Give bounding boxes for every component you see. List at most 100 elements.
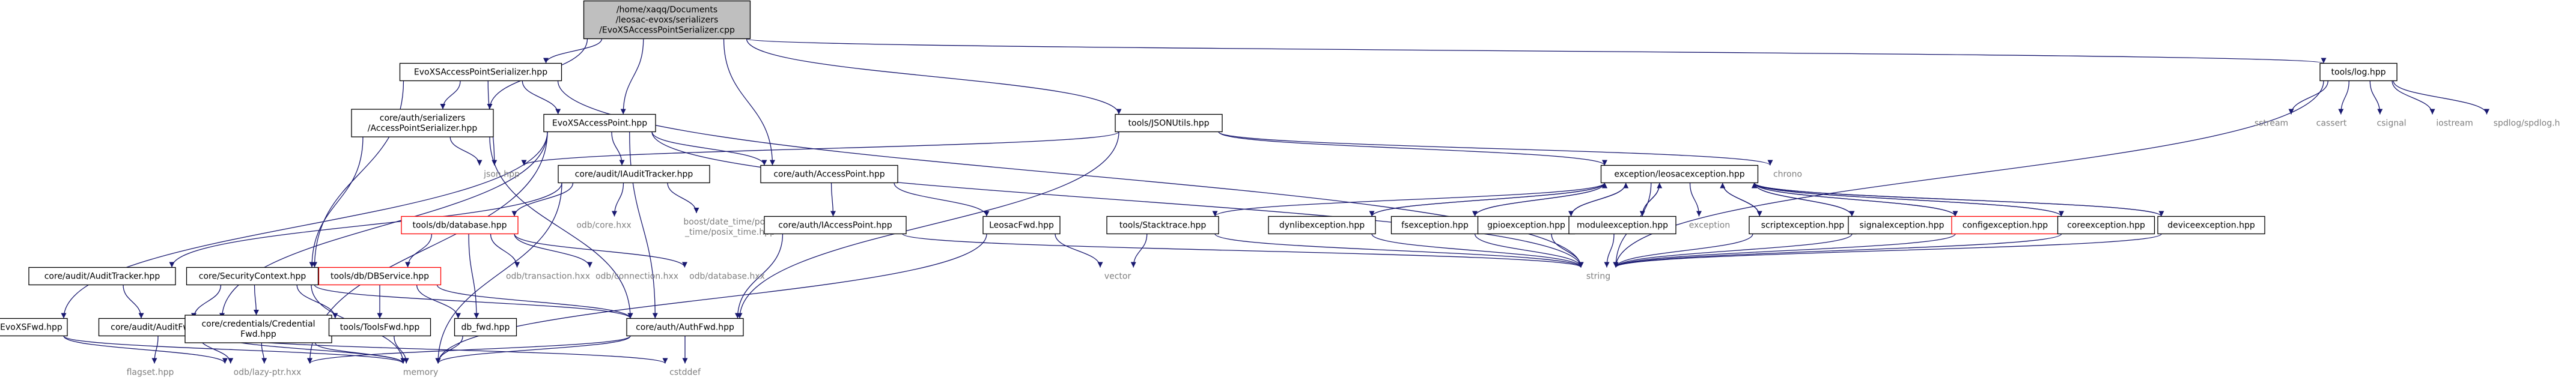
edge-core-audit-iaudittracker-to-core-audit-iaudittracker2 <box>169 182 562 268</box>
node-label: exception <box>1689 221 1730 231</box>
node-exception-leosac[interactable]: exception/leosacexception.hpp <box>1600 164 1759 184</box>
edge-evoxsap-hpp-to-string <box>651 131 1584 268</box>
edge-layer <box>61 38 2489 364</box>
node-box <box>351 109 494 137</box>
edge-tools-db-database-to-odb-connection <box>514 234 592 268</box>
node-chrono: chrono <box>1773 170 1802 179</box>
edge-tools-log-to-spdlog <box>2393 80 2489 115</box>
node-evoxsap-hpp[interactable]: EvoXSAccessPoint.hpp <box>543 113 656 133</box>
edge-core-securitycontext-to-core-credentials-fwd <box>253 285 259 316</box>
node-label: fsexception.hpp <box>1401 221 1469 231</box>
node-label: /EvoXSAccessPointSerializer.cpp <box>599 26 735 35</box>
node-db-fwd[interactable]: db_fwd.hpp <box>454 318 517 337</box>
edge-leosacfwd-to-vector <box>1055 234 1103 268</box>
node-label: coreexception.hpp <box>2067 221 2145 231</box>
edge-root-to-core-auth-accesspoint <box>723 38 775 166</box>
edge-coreexception-to-string <box>1613 233 2062 268</box>
node-core-auth-serializers[interactable]: core/auth/serializers/AccessPointSeriali… <box>351 109 494 137</box>
node-label: tools/db/DBService.hpp <box>330 272 429 282</box>
edge-core-auth-accesspoint-to-leosacfwd <box>894 182 990 217</box>
node-sstream: sstream <box>2255 119 2288 128</box>
node-label: deviceexception.hpp <box>2167 221 2255 231</box>
node-box <box>28 267 176 286</box>
edge-evoxsap-hpp-to-core-auth-accesspoint <box>651 131 767 166</box>
node-label: LeosacFwd.hpp <box>989 221 1054 231</box>
node-odb-connection: odb/connection.hxx <box>595 272 678 282</box>
node-tools-jsonutils[interactable]: tools/JSONUtils.hpp <box>1115 113 1223 133</box>
node-box <box>401 216 519 235</box>
node-leosacfwd[interactable]: LeosacFwd.hpp <box>982 216 1061 235</box>
node-box <box>0 318 68 337</box>
node-deviceexception[interactable]: deviceexception.hpp <box>2157 216 2265 235</box>
edge-scriptexception-to-exception-leosac <box>1720 182 1760 217</box>
node-label: cassert <box>2316 119 2347 128</box>
node-tools-toolsfwd[interactable]: tools/ToolsFwd.hpp <box>328 318 431 337</box>
node-tools-stacktrace[interactable]: tools/Stacktrace.hpp <box>1106 216 1219 235</box>
node-signalexception[interactable]: signalexception.hpp <box>1848 216 1956 235</box>
node-string: string <box>1586 272 1610 282</box>
edge-core-auth-authfwd-to-odb-lazy-ptr <box>307 335 631 364</box>
node-tools-db-database[interactable]: tools/db/database.hpp <box>401 216 519 235</box>
node-cstddef: cstddef <box>669 368 701 378</box>
edge-root-to-evoxsap-hpp <box>620 38 644 115</box>
edge-core-audit-iaudittracker-to-odb-core <box>612 182 624 217</box>
node-tools-log[interactable]: tools/log.hpp <box>2319 62 2398 82</box>
node-box <box>626 318 744 337</box>
edge-tools-log-to-csignal <box>2369 80 2383 115</box>
edge-core-securitycontext-to-core-auth-authfwd <box>314 284 633 319</box>
edge-core-audit-auditfwd-to-flagset <box>151 336 159 364</box>
node-core-auth-authfwd[interactable]: core/auth/AuthFwd.hpp <box>626 318 744 337</box>
edge-tools-db-database-to-db-fwd <box>468 234 480 319</box>
edge-gpioexception-to-string <box>1551 234 1584 268</box>
node-box <box>1600 164 1759 184</box>
node-core-auth-accesspoint[interactable]: core/auth/AccessPoint.hpp <box>760 164 898 184</box>
node-box <box>764 216 907 235</box>
edge-evoxsaps-hpp-to-core-securitycontext <box>312 80 404 268</box>
node-label: chrono <box>1773 170 1802 179</box>
node-coreexception[interactable]: coreexception.hpp <box>2057 216 2155 235</box>
node-box <box>1568 216 1676 235</box>
node-json-hpp: json.hpp <box>483 170 520 179</box>
edge-root-to-tools-log <box>746 38 2326 64</box>
edge-gpioexception-to-exception-leosac <box>1570 182 1629 217</box>
node-box <box>454 318 517 337</box>
node-label: memory <box>403 368 439 378</box>
node-box <box>1749 216 1857 235</box>
node-core-securitycontext[interactable]: core/SecurityContext.hpp <box>186 267 319 286</box>
node-tools-db-dbservice[interactable]: tools/db/DBService.hpp <box>318 267 442 286</box>
node-moduleexception[interactable]: moduleexception.hpp <box>1568 216 1676 235</box>
node-odb-lazy-ptr: odb/lazy-ptr.hxx <box>234 368 302 378</box>
node-core-audit-iaudittracker2[interactable]: core/audit/AuditTracker.hpp <box>28 267 176 286</box>
node-box <box>186 267 319 286</box>
edge-tools-db-database-to-tools-db-dbservice <box>405 234 433 268</box>
node-fsexception[interactable]: fsexception.hpp <box>1390 216 1479 235</box>
node-label: odb/core.hxx <box>576 221 631 231</box>
edge-core-auth-iaccesspoint-to-string <box>902 233 1584 268</box>
node-boost-posix: boost/date_time/posix_time/posix_time.hp… <box>683 217 776 237</box>
edge-evoxsfwd-to-odb-lazy-ptr <box>63 336 228 364</box>
node-label: csignal <box>2377 119 2406 128</box>
node-configexception[interactable]: configexception.hpp <box>1951 216 2059 235</box>
node-evoxsaps-hpp[interactable]: EvoXSAccessPointSerializer.hpp <box>399 62 562 82</box>
node-label: /home/xaqq/Documents <box>617 5 717 15</box>
edge-core-securitycontext-to-tools-toolsfwd <box>296 285 338 319</box>
edge-dynlibexception-to-string <box>1371 234 1584 268</box>
edge-root-to-tools-jsonutils <box>746 38 1122 115</box>
node-box <box>558 164 710 184</box>
node-label: boost/date_time/posix <box>683 217 776 227</box>
node-evoxsfwd[interactable]: EvoXSFwd.hpp <box>0 318 68 337</box>
node-core-audit-iaudittracker[interactable]: core/audit/IAuditTracker.hpp <box>558 164 710 184</box>
node-box <box>2319 62 2398 82</box>
node-root[interactable]: /home/xaqq/Documents/leosac-evoxs/serial… <box>583 0 751 40</box>
node-core-auth-iaccesspoint[interactable]: core/auth/IAccessPoint.hpp <box>764 216 907 235</box>
node-box <box>2057 216 2155 235</box>
node-iostream: iostream <box>2436 119 2473 128</box>
edge-evoxsaps-hpp-to-string <box>557 80 1584 268</box>
edge-exception-leosac-to-exception-std <box>1689 182 1702 217</box>
node-scriptexception[interactable]: scriptexception.hpp <box>1749 216 1857 235</box>
node-dynlibexception[interactable]: dynlibexception.hpp <box>1268 216 1376 235</box>
node-gpioexception[interactable]: gpioexception.hpp <box>1477 216 1576 235</box>
